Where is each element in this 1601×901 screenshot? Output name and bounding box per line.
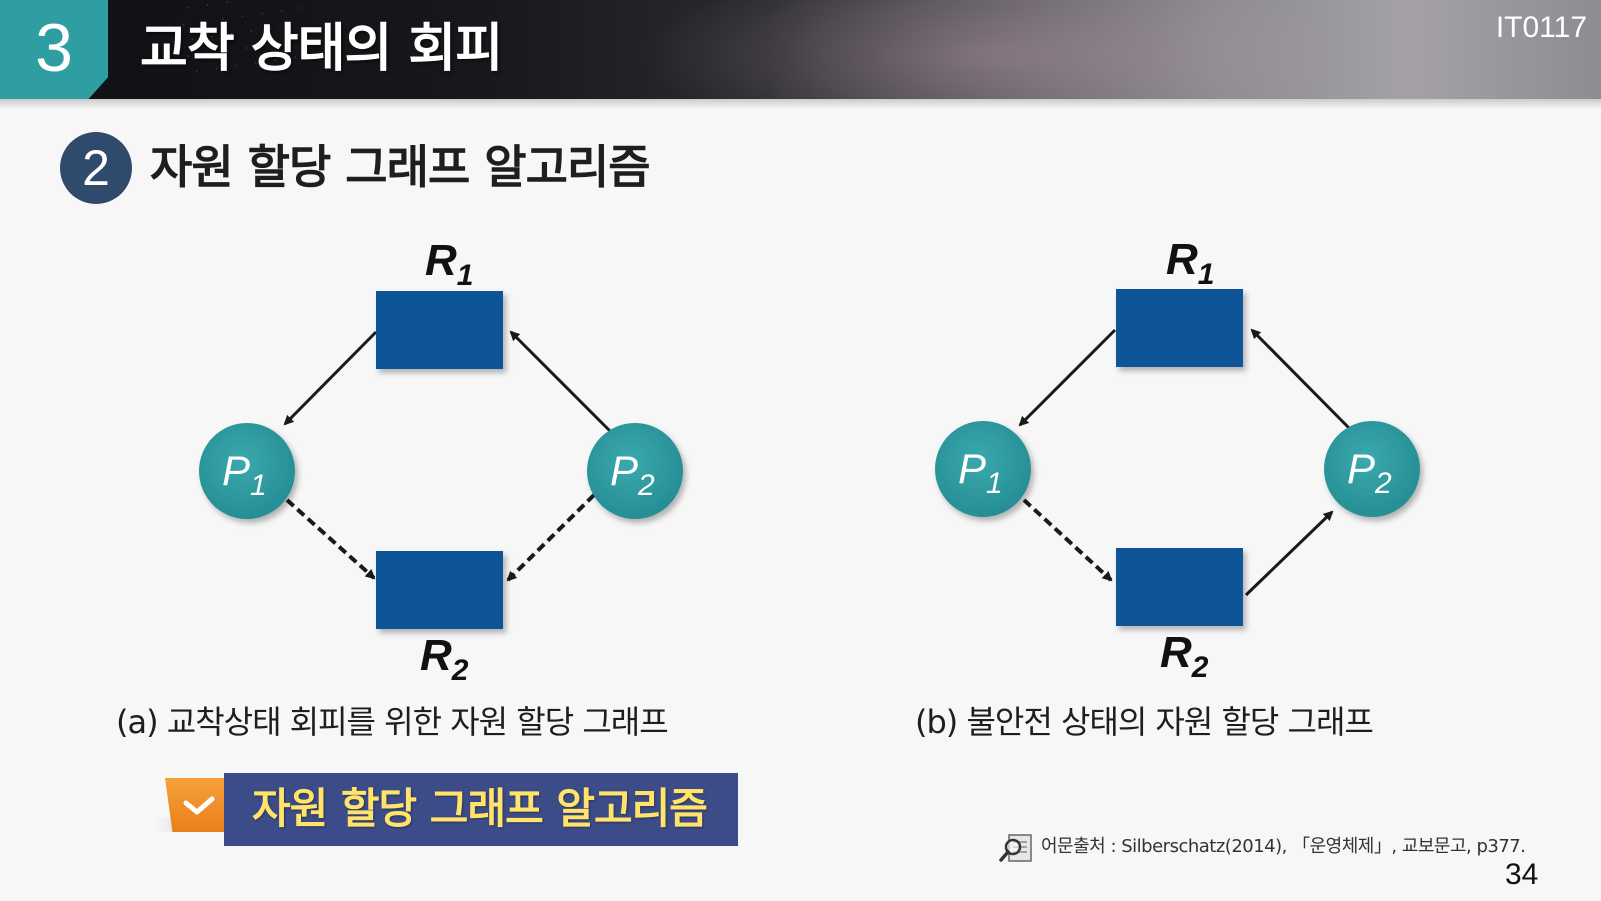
subtitle-text: 자원 할당 그래프 알고리즘 <box>150 140 651 194</box>
page-title: 교착 상태의 회피 <box>140 19 503 79</box>
caption-diagram-a: (a) 교착상태 회피를 위한 자원 할당 그래프 <box>116 703 669 741</box>
resource-b-r1 <box>1116 289 1243 367</box>
edge-a-p2-to-r2-claim <box>506 493 596 582</box>
process-a-p1 <box>199 423 295 519</box>
resource-a-r1 <box>376 291 503 369</box>
section-number: 3 <box>35 10 73 86</box>
magnifier-document-icon <box>999 834 1032 862</box>
header-shadow <box>0 99 1601 109</box>
check-icon <box>183 796 215 815</box>
summary-banner <box>224 773 738 846</box>
edge-b-r2-to-p2 <box>1244 510 1334 597</box>
label-b-r1: R1 <box>1166 235 1214 291</box>
source-citation: 어문출처 : Silberschatz(2014), 「운영체제」, 교보문고,… <box>1041 836 1526 857</box>
header-bar: . . . . . . . . . . . . . . . . . . . . … <box>0 0 1601 99</box>
process-a-p2 <box>587 423 683 519</box>
label-a-r1: R1 <box>425 236 473 292</box>
header-glow <box>640 0 1340 99</box>
diagram-a: R1 R2 P1 P2 <box>199 236 683 687</box>
caption-diagram-b: (b) 불안전 상태의 자원 할당 그래프 <box>915 703 1374 741</box>
edge-b-p1-to-r2-claim <box>1022 498 1113 582</box>
edge-a-r1-to-p1 <box>283 330 378 426</box>
edge-b-r1-to-p1 <box>1018 328 1117 427</box>
label-a-p2: P2 <box>610 447 655 502</box>
edge-a-p1-to-r2-claim <box>285 498 376 580</box>
edge-b-p2-to-r1 <box>1250 328 1351 430</box>
course-code: IT0117 <box>1495 11 1587 44</box>
edge-a-p2-to-r1 <box>509 330 612 433</box>
subtitle-number-badge: 2 <box>60 132 132 204</box>
label-a-p1: P1 <box>222 447 267 502</box>
label-b-p1: P1 <box>958 445 1003 500</box>
orange-tag <box>165 778 227 832</box>
label-a-r2: R2 <box>420 631 469 687</box>
page-number: 34 <box>1505 858 1539 891</box>
process-b-p1 <box>935 421 1031 517</box>
section-number-box <box>0 0 108 99</box>
label-b-r2: R2 <box>1160 628 1209 684</box>
resource-b-r2 <box>1116 548 1243 626</box>
diagram-b: R1 R2 P1 P2 <box>935 235 1420 684</box>
process-b-p2 <box>1324 421 1420 517</box>
summary-banner-text: 자원 할당 그래프 알고리즘 <box>252 784 708 833</box>
resource-a-r2 <box>376 551 503 629</box>
label-b-p2: P2 <box>1347 445 1392 500</box>
